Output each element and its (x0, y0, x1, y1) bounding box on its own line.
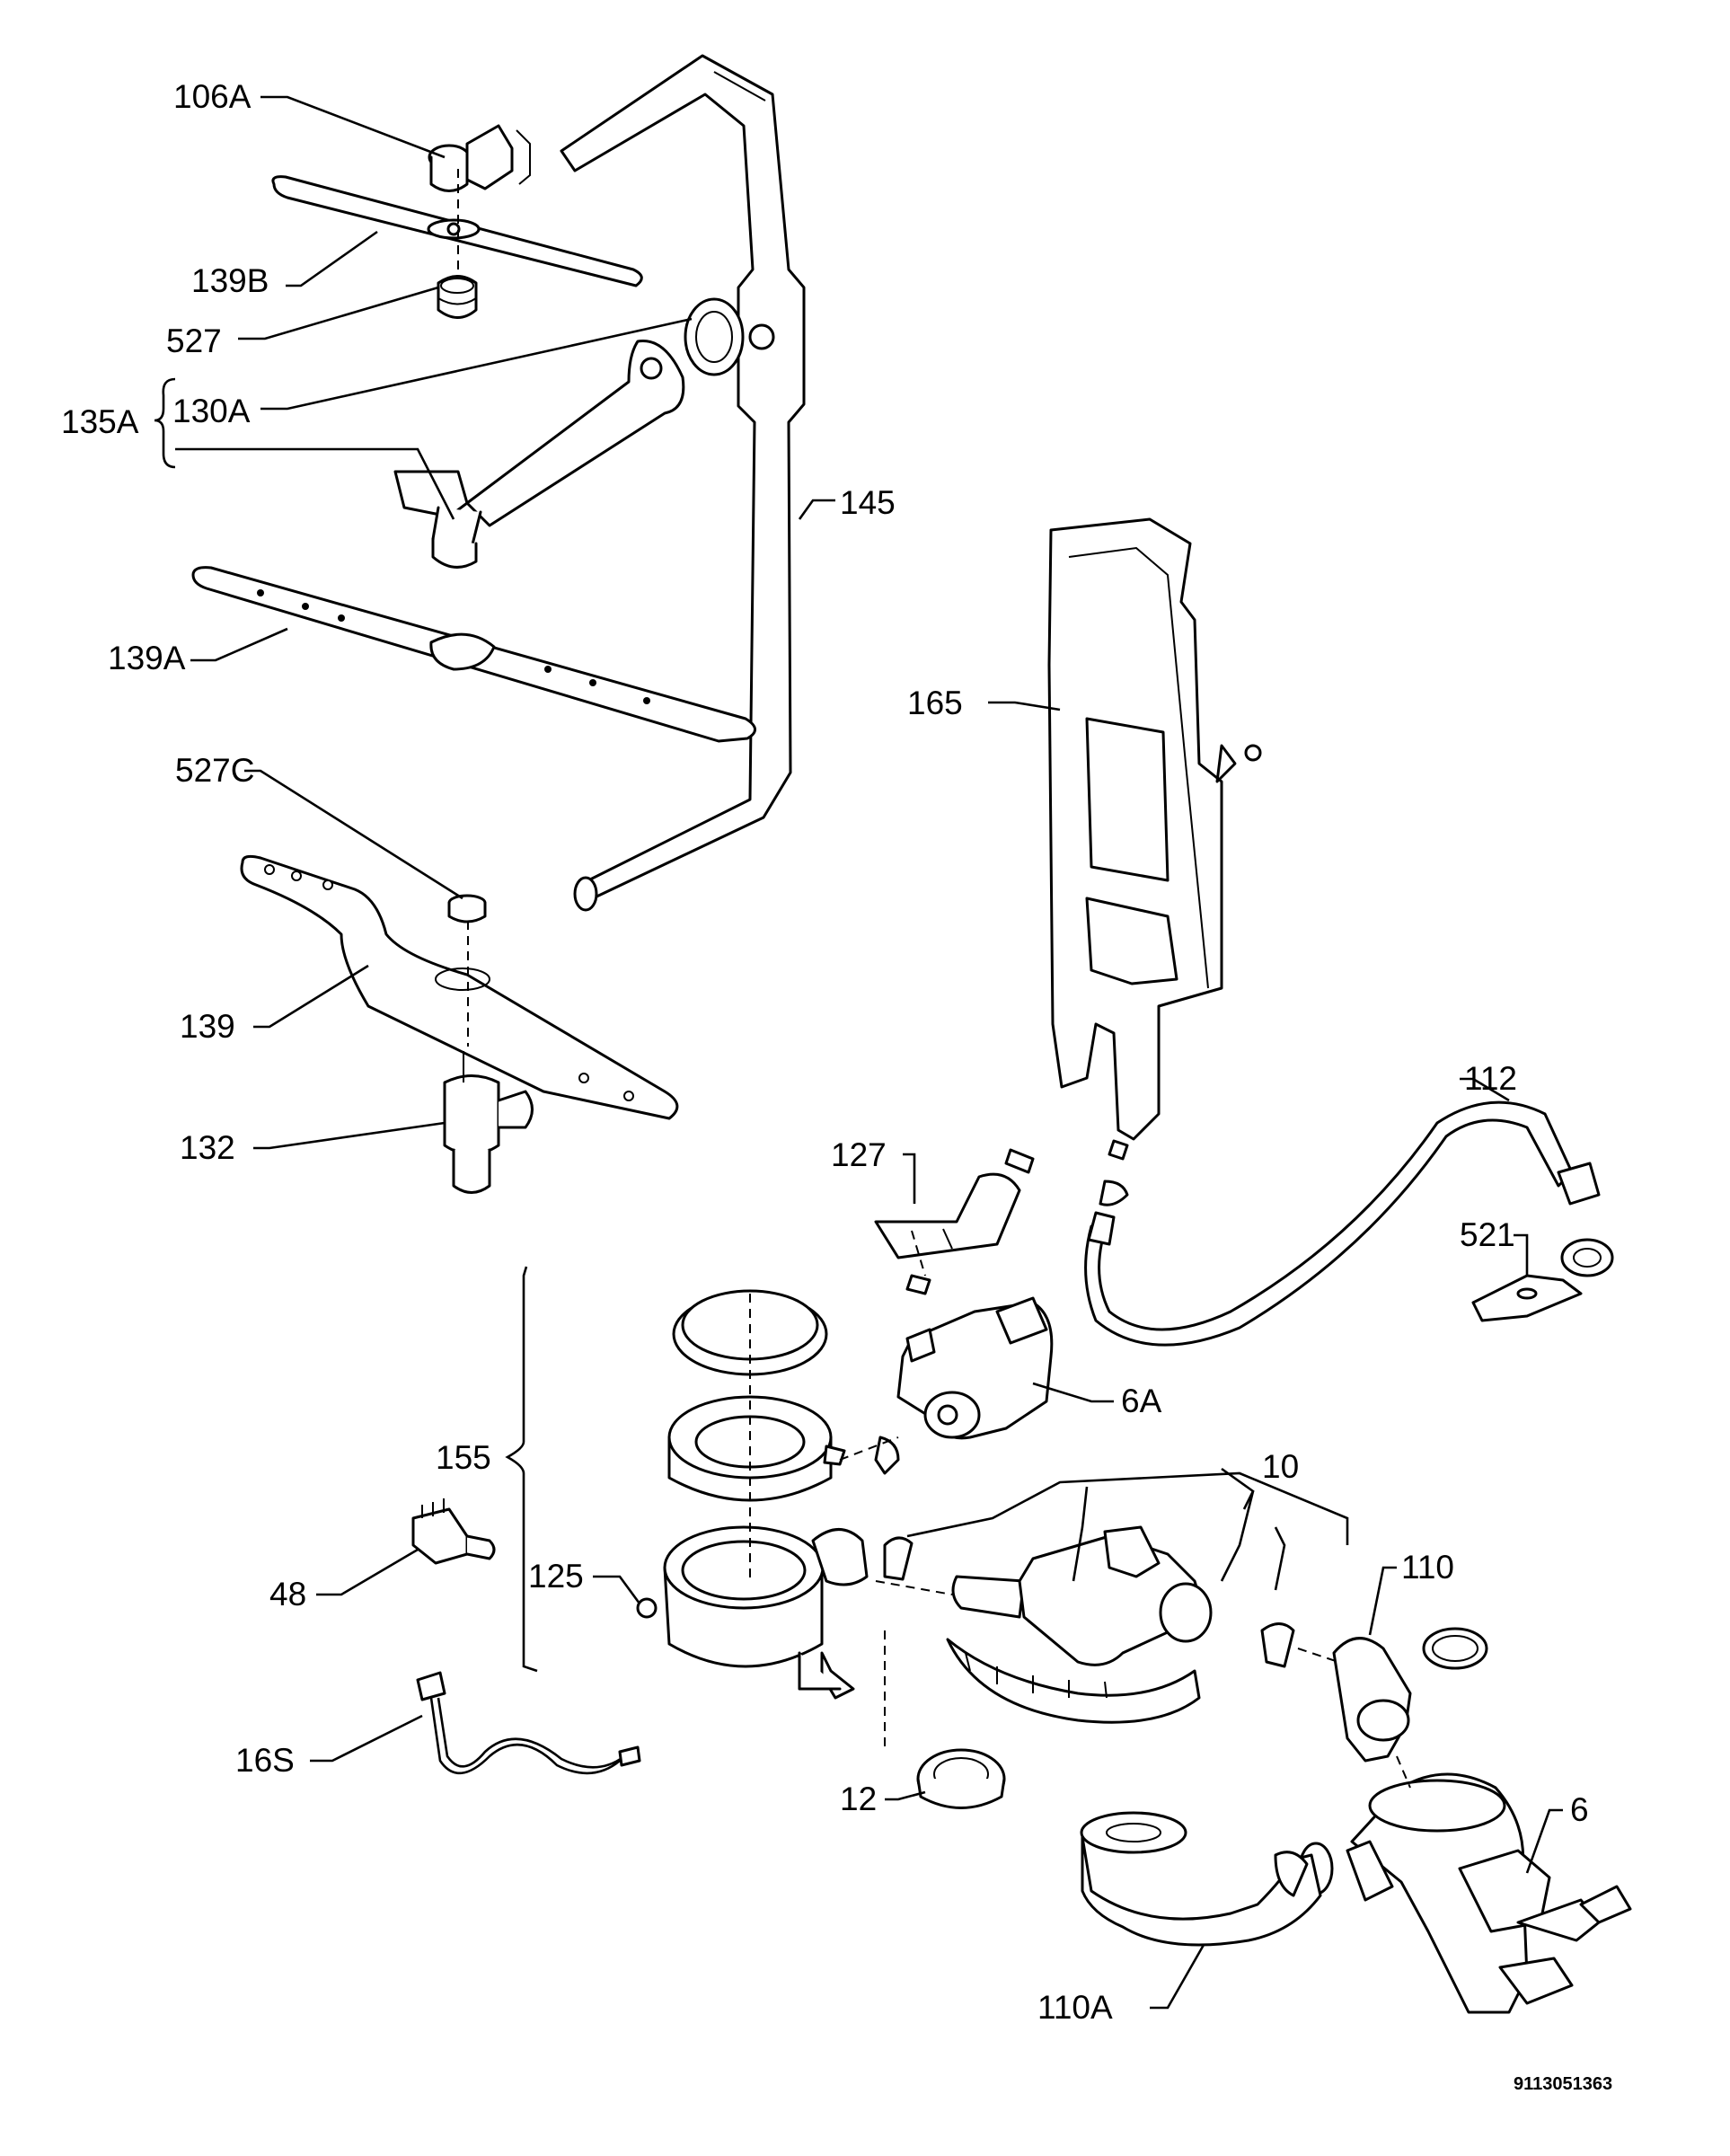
label-165: 165 (907, 685, 963, 721)
label-155: 155 (436, 1439, 491, 1476)
label-132: 132 (180, 1129, 235, 1166)
spray-arm-support-132 (443, 1051, 534, 1194)
part-labels: 106A 139B 527 135A 130A 145 139A 165 527… (61, 78, 1612, 2094)
connector-106a (428, 124, 531, 192)
label-6a: 6A (1121, 1383, 1162, 1419)
small-nut-527c (447, 894, 487, 923)
label-110a: 110A (1037, 1989, 1113, 2026)
label-48: 48 (269, 1576, 306, 1613)
circulation-pump-6 (1298, 1772, 1632, 2014)
inlet-hose-112 (1084, 1100, 1601, 1347)
label-112: 112 (1464, 1060, 1517, 1097)
elbow-hose-110 (1332, 1627, 1488, 1763)
label-125: 125 (528, 1558, 584, 1595)
label-10: 10 (1262, 1448, 1299, 1485)
assembly-lines (457, 169, 1411, 1789)
label-145: 145 (840, 484, 896, 521)
middle-spray-arm-139a (191, 566, 756, 743)
label-16s: 16S (235, 1742, 295, 1779)
label-130a: 130A (172, 393, 251, 429)
label-527: 527 (166, 323, 222, 359)
sensor-48 (411, 1498, 496, 1565)
label-135a: 135A (61, 403, 139, 440)
label-12: 12 (840, 1780, 877, 1817)
label-139a: 139A (108, 640, 186, 676)
drain-pump-6a (874, 1296, 1054, 1475)
mounting-frame-165 (1047, 517, 1262, 1141)
drain-hose-110a (1080, 1811, 1322, 1947)
label-110: 110 (1401, 1549, 1454, 1586)
label-106a: 106A (173, 78, 252, 115)
supply-tube-130a (393, 340, 685, 569)
label-139b: 139B (191, 262, 269, 299)
label-521: 521 (1460, 1216, 1515, 1253)
o-ring-125 (636, 1597, 658, 1619)
cable-harness-16s (416, 1671, 641, 1775)
label-527c: 527C (175, 752, 254, 789)
nut-527 (437, 275, 478, 319)
label-127: 127 (831, 1136, 887, 1173)
leader-lines (154, 95, 1563, 2010)
reference-number: 9113051363 (1514, 2074, 1612, 2094)
hose-connector-127 (874, 1148, 1035, 1259)
heater-assembly-10 (883, 1525, 1295, 1724)
lower-spray-arm-139 (240, 854, 679, 1120)
label-6: 6 (1570, 1791, 1589, 1828)
label-139: 139 (180, 1008, 235, 1045)
clamps-under-frame (905, 1139, 1129, 1295)
pressure-switch-12 (916, 1748, 1006, 1809)
supply-pipe-145 (560, 54, 806, 912)
sump-assembly-155 (663, 1289, 869, 1700)
